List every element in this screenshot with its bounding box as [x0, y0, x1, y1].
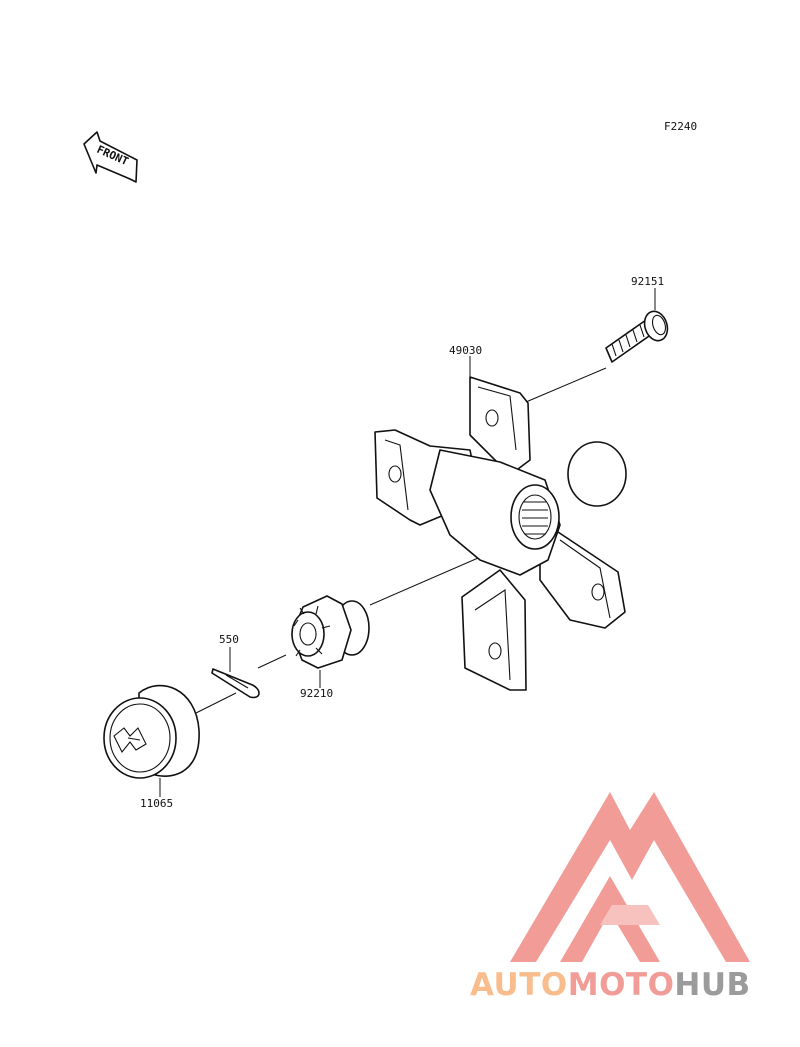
front-arrow: FRONT	[83, 131, 138, 183]
part-hub-cap-11065	[103, 684, 200, 779]
label-92210: 92210	[300, 687, 333, 700]
svg-text:AUTOMOTOHUB: AUTOMOTOHUB	[470, 967, 751, 1003]
leader-lines	[159, 288, 656, 797]
part-bolt-92151	[605, 310, 669, 363]
label-11065: 11065	[140, 797, 173, 810]
watermark-auto: AUTO	[470, 967, 568, 1003]
watermark-logo: AUTOMOTOHUB	[470, 792, 751, 1003]
watermark-hub: HUB	[674, 967, 750, 1003]
part-hub-49030	[374, 376, 627, 691]
watermark-moto: MOTO	[568, 967, 675, 1003]
label-92151: 92151	[631, 275, 664, 288]
part-cotter-pin-550	[211, 668, 260, 699]
logo-mark	[510, 792, 750, 962]
label-49030: 49030	[449, 344, 482, 357]
diagram-code: F2240	[664, 120, 697, 133]
label-550: 550	[219, 633, 239, 646]
part-castle-nut-92210	[291, 595, 370, 669]
